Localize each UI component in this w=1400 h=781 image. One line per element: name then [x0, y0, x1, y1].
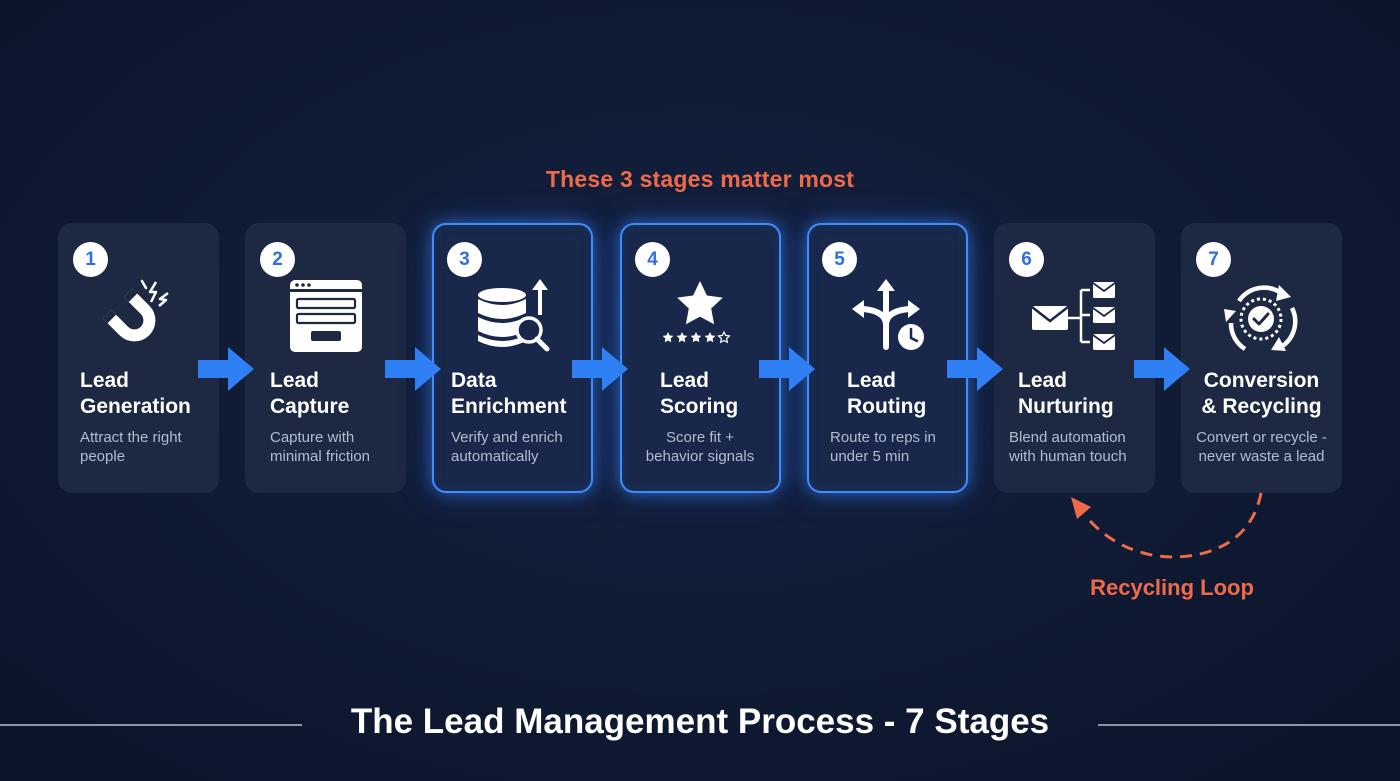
flow-arrow-2-3 — [383, 343, 447, 395]
footer-divider-left — [0, 724, 302, 726]
stage-title: Conversion& Recycling — [1201, 369, 1322, 418]
stage-description: Convert or recycle -never waste a lead — [1196, 429, 1327, 465]
stage-card-6: 6 — [994, 223, 1155, 493]
stage-number: 5 — [822, 242, 857, 277]
stage-number: 6 — [1009, 242, 1044, 277]
recycling-loop-label: Recycling Loop — [1090, 575, 1254, 600]
magnet-icon — [58, 275, 219, 359]
stage-card-7: 7 Conversion& Recycling — [1181, 223, 1342, 493]
flow-arrow-6-7 — [1132, 343, 1196, 395]
flow-arrow-5-6 — [945, 343, 1009, 395]
email-branch-icon — [994, 275, 1155, 359]
database-search-icon — [432, 275, 593, 359]
star-rating-icon — [620, 275, 781, 359]
stage-number: 3 — [447, 242, 482, 277]
stage-number: 2 — [260, 242, 295, 277]
stage-number: 7 — [1196, 242, 1231, 277]
recycling-loop-arrow — [1055, 485, 1285, 570]
routing-clock-icon — [807, 275, 968, 359]
form-window-icon — [245, 275, 406, 359]
highlight-caption: These 3 stages matter most — [545, 166, 855, 192]
flow-arrow-3-4 — [570, 343, 634, 395]
recycle-check-icon — [1181, 275, 1342, 359]
footer-title: The Lead Management Process - 7 Stages — [350, 702, 1050, 741]
stage-number: 1 — [73, 242, 108, 277]
stage-description: Score fit +behavior signals — [645, 428, 755, 465]
stage-number: 4 — [635, 242, 670, 277]
footer-divider-right — [1098, 724, 1400, 726]
flow-arrow-4-5 — [757, 343, 821, 395]
flow-arrow-1-2 — [196, 343, 260, 395]
